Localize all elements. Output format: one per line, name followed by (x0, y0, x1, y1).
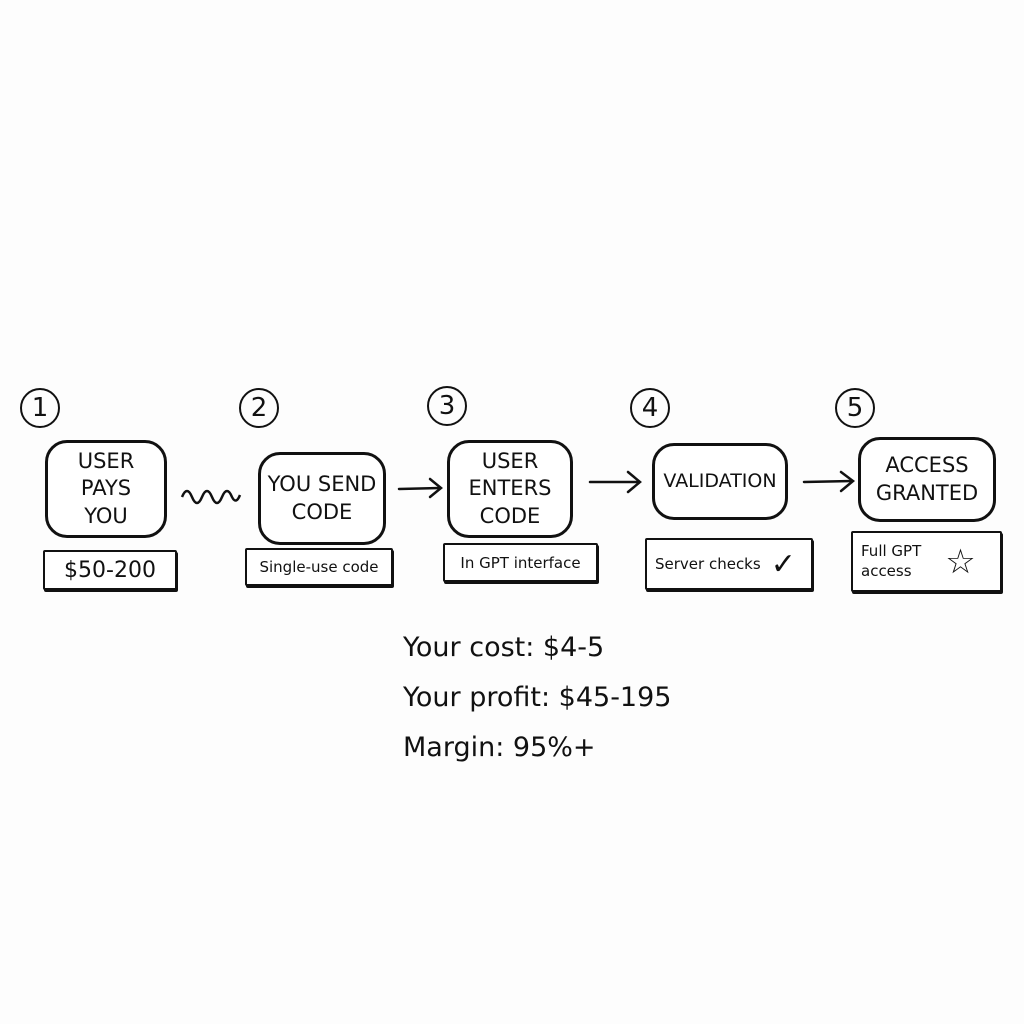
squiggle-connector (180, 489, 242, 505)
step-1-note: $50-200 (43, 550, 177, 590)
step-5-note: Full GPT access ☆ (851, 531, 1002, 592)
arrow-3-4 (588, 470, 642, 494)
step-2-number: 2 (239, 388, 279, 428)
step-5-number: 5 (835, 388, 875, 428)
step-3-box: USER ENTERS CODE (447, 440, 573, 538)
step-1-number: 1 (20, 388, 60, 428)
step-4-note: Server checks ✓ (645, 538, 813, 590)
step-5-box: ACCESS GRANTED (858, 437, 996, 522)
arrow-2-3 (397, 477, 443, 499)
step-4-box: VALIDATION (652, 443, 788, 520)
step-2-box: YOU SEND CODE (258, 452, 386, 545)
arrow-4-5 (802, 470, 856, 493)
step-2-note: Single-use code (245, 548, 393, 586)
step-3-number: 3 (427, 386, 467, 426)
step-5-note-text: Full GPT access (861, 542, 922, 580)
step-3-note: In GPT interface (443, 543, 598, 582)
checkmark-icon: ✓ (770, 546, 796, 582)
step-4-number: 4 (630, 388, 670, 428)
star-icon: ☆ (945, 541, 976, 582)
summary-cost: Your cost: $4-5 (403, 632, 605, 663)
summary-margin: Margin: 95%+ (403, 732, 596, 763)
step-4-note-text: Server checks (655, 555, 761, 573)
summary-profit: Your profit: $45-195 (403, 682, 672, 713)
step-1-box: USER PAYS YOU (45, 440, 167, 538)
